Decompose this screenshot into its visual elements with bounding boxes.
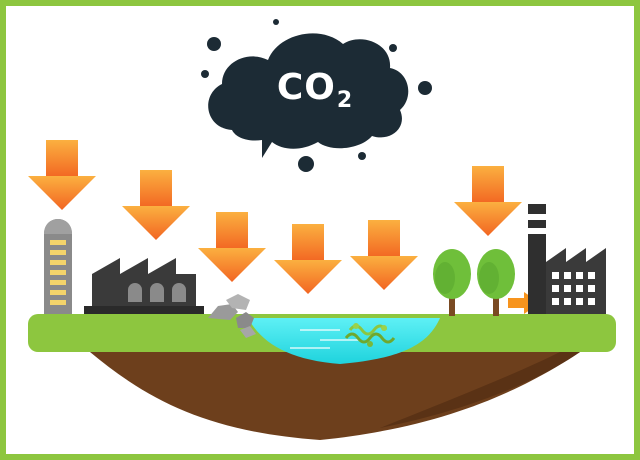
- algae-icon: [344, 323, 396, 347]
- co2-cloud-icon: [201, 19, 432, 172]
- tree-icon: [433, 249, 515, 316]
- co2-label: CO2: [255, 67, 375, 114]
- rock-icon: [208, 294, 256, 338]
- power-plant-icon: [528, 204, 606, 314]
- water-pond: [248, 318, 440, 364]
- soil-layer: [90, 352, 580, 440]
- silo-icon: [44, 219, 72, 314]
- co2-label-main: CO: [276, 67, 336, 108]
- landscape: [28, 314, 616, 440]
- co2-label-subscript: 2: [336, 88, 354, 113]
- soil-shadow: [90, 352, 580, 428]
- factory-icon: [84, 258, 204, 314]
